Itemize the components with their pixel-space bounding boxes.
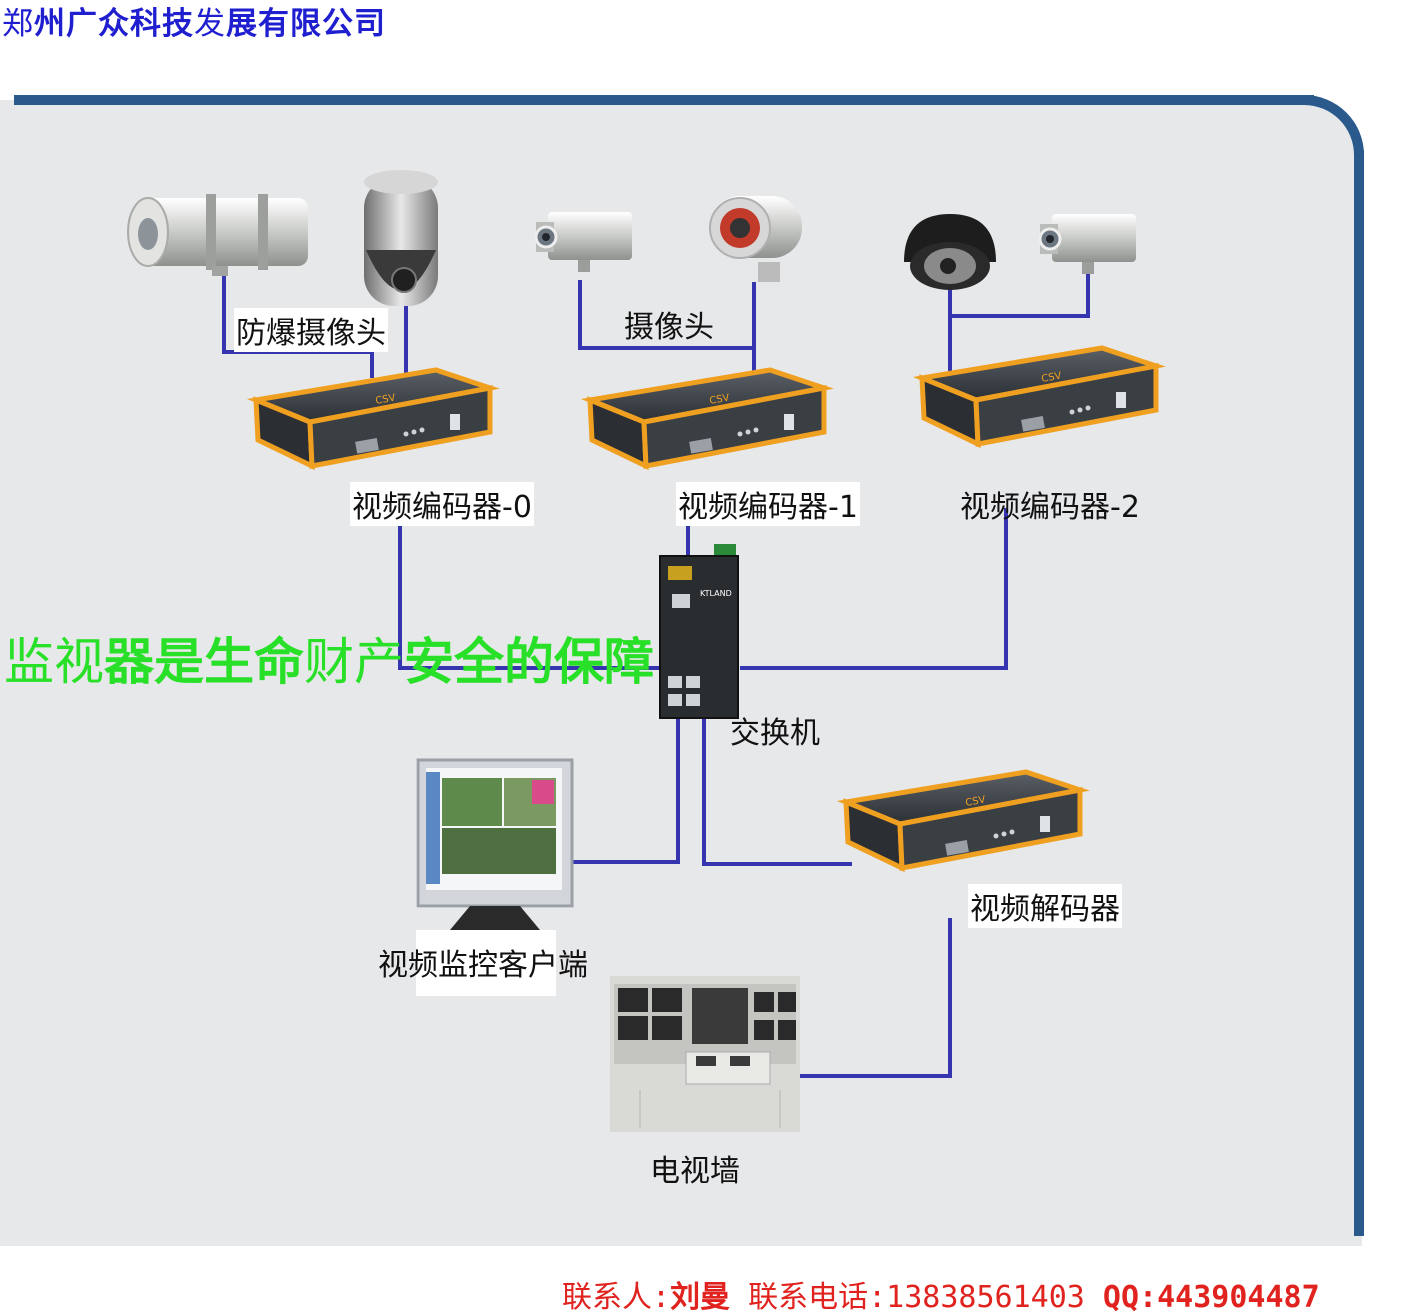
- slogan-part: 安全的保障: [404, 633, 654, 691]
- company-name: 郑州广众科技发展有限公司: [2, 0, 386, 43]
- company-name-text: 展有限公司: [226, 6, 386, 42]
- video-encoder-0-label: 视频编码器-0: [350, 482, 534, 526]
- connection-lines: [222, 270, 1090, 1078]
- qq-number: QQ:443904487: [1084, 1280, 1320, 1315]
- network-switch: KTLAND: [659, 544, 739, 719]
- tv-wall: [610, 976, 800, 1132]
- switch-label: 交换机: [730, 716, 820, 751]
- video-encoder-2: [922, 348, 1156, 444]
- video-encoder-2-label: 视频编码器-2: [960, 490, 1140, 525]
- contact-prefix: 联系人:: [562, 1280, 671, 1315]
- panel-border-right: [1354, 150, 1364, 1236]
- contact-name: 刘曼: [670, 1280, 731, 1315]
- company-name-text: 州广众科技: [34, 6, 194, 42]
- slogan-part: 财产: [304, 633, 404, 691]
- phone-prefix: 联系: [730, 1280, 809, 1315]
- box-camera-2: [1038, 212, 1138, 276]
- dome-camera: [904, 214, 996, 290]
- infrared-camera: [709, 196, 802, 282]
- speed-dome-camera: [364, 170, 438, 306]
- explosion-proof-camera-label: 防爆摄像头: [234, 308, 388, 352]
- client-label: 视频监控客户端: [378, 948, 588, 983]
- client-monitor: [416, 758, 574, 930]
- video-decoder-device: [846, 772, 1080, 868]
- video-encoder-1: [590, 370, 824, 466]
- client-label-bg: [416, 930, 556, 996]
- phone-number: 电话:13838561403: [808, 1280, 1085, 1315]
- video-encoder-1-label: 视频编码器-1: [676, 482, 860, 526]
- panel-border-top: [14, 95, 1314, 105]
- company-name-char: 郑: [2, 6, 34, 42]
- contact-info: 联系人:刘曼 联系电话:13838561403 QQ:443904487: [562, 1272, 1320, 1316]
- slogan-text: 监视器是生命财产安全的保障: [4, 622, 654, 694]
- video-encoder-0: [256, 370, 490, 466]
- svg-text:KTLAND: KTLAND: [700, 589, 732, 598]
- company-name-char: 发: [194, 6, 226, 42]
- explosion-proof-camera: [127, 194, 308, 276]
- camera-label: 摄像头: [624, 310, 714, 345]
- tv-wall-label: 电视墙: [650, 1154, 740, 1189]
- video-decoder-label: 视频解码器: [968, 884, 1122, 928]
- slogan-part: 器是生命: [104, 633, 304, 691]
- slogan-part: 监视: [4, 633, 104, 691]
- box-camera-1: [534, 210, 634, 274]
